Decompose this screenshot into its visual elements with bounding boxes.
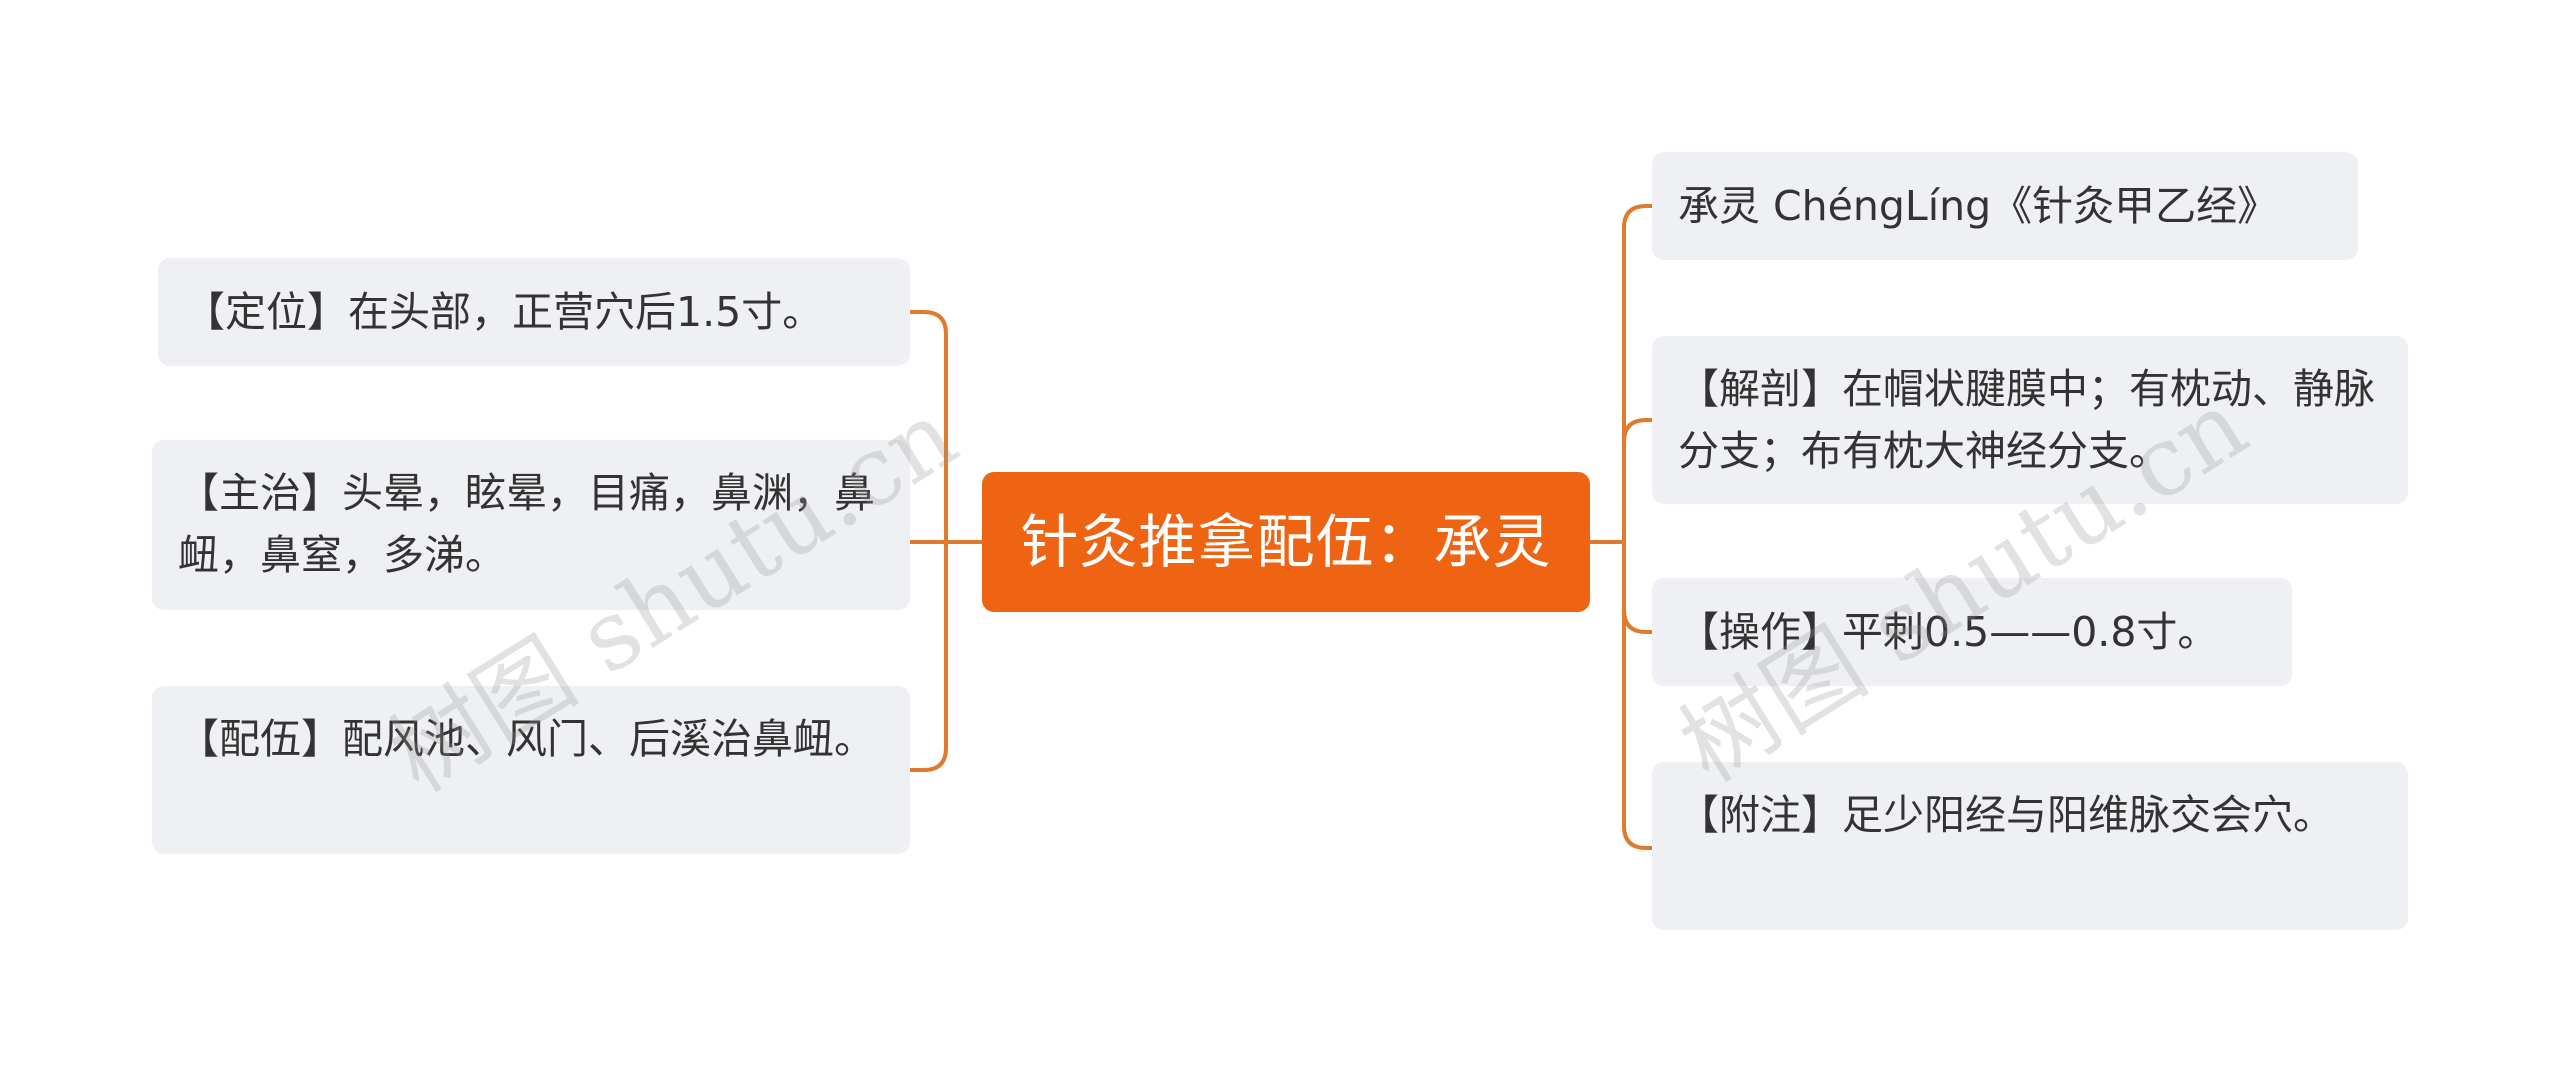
branch-node-operation[interactable]: 【操作】平刺0.5——0.8寸。 xyxy=(1652,578,2292,686)
branch-node-text: 【配伍】配风池、风门、后溪治鼻衄。 xyxy=(178,715,875,763)
branch-node-combination[interactable]: 【配伍】配风池、风门、后溪治鼻衄。 xyxy=(152,686,910,854)
branch-node-text: 【操作】平刺0.5——0.8寸。 xyxy=(1678,608,2219,656)
branch-node-anatomy[interactable]: 【解剖】在帽状腱膜中；有枕动、静脉分支；布有枕大神经分支。 xyxy=(1652,336,2408,504)
root-node-label: 针灸推拿配伍：承灵 xyxy=(1020,508,1552,576)
branch-node-note[interactable]: 【附注】足少阳经与阳维脉交会穴。 xyxy=(1652,762,2408,930)
branch-node-text: 承灵 ChéngLíng《针灸甲乙经》 xyxy=(1678,182,2279,230)
branch-node-text: 【解剖】在帽状腱膜中；有枕动、静脉分支；布有枕大神经分支。 xyxy=(1678,365,2375,475)
connector-left-3 xyxy=(910,542,948,772)
branch-node-text: 【主治】头晕，眩晕，目痛，鼻渊，鼻衄，鼻窒，多涕。 xyxy=(178,469,875,579)
branch-node-location[interactable]: 【定位】在头部，正营穴后1.5寸。 xyxy=(158,258,910,366)
branch-node-text: 【定位】在头部，正营穴后1.5寸。 xyxy=(184,288,824,336)
branch-node-text: 【附注】足少阳经与阳维脉交会穴。 xyxy=(1678,791,2334,839)
connector-right-2 xyxy=(1622,418,1660,542)
connector-right-4 xyxy=(1622,542,1660,850)
branch-node-indications[interactable]: 【主治】头晕，眩晕，目痛，鼻渊，鼻衄，鼻窒，多涕。 xyxy=(152,440,910,610)
root-node[interactable]: 针灸推拿配伍：承灵 xyxy=(982,472,1590,612)
branch-node-name[interactable]: 承灵 ChéngLíng《针灸甲乙经》 xyxy=(1652,152,2358,260)
connector-right-1 xyxy=(1622,204,1660,542)
connector-left-1 xyxy=(910,310,948,542)
